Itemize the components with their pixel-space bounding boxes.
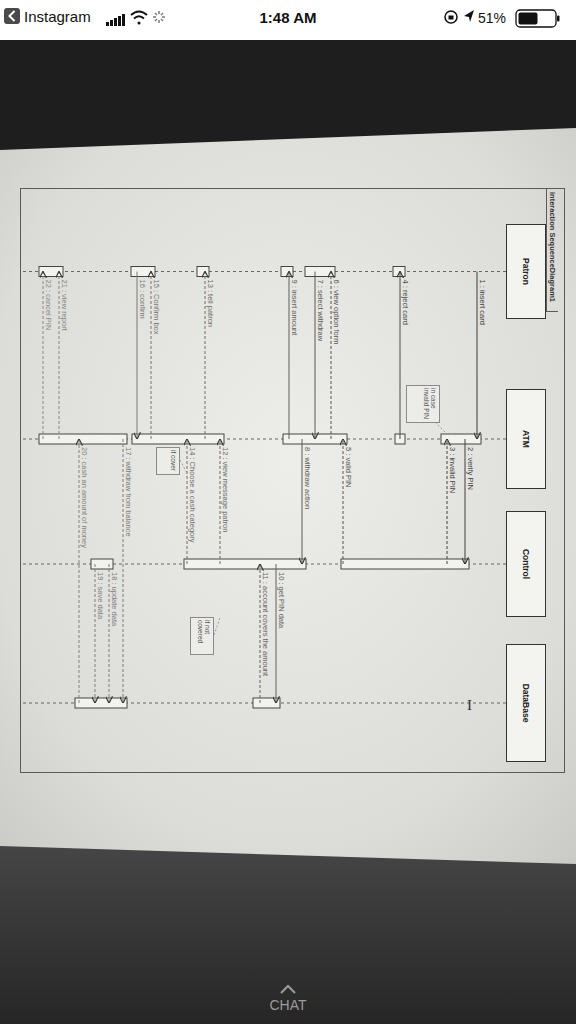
lifeline-head: DataBase (506, 644, 546, 762)
note-text: if not covered (197, 620, 211, 652)
message-label: 18 : update data (111, 572, 119, 626)
message-arrow (151, 272, 152, 440)
lifeline-head: Control (506, 511, 546, 617)
lifeline-name: DataBase (521, 684, 531, 723)
battery-nub (557, 16, 560, 22)
message-label: 16 : confirm (139, 280, 147, 319)
activation-bar (393, 267, 405, 277)
message-label: 8 : withdraw action (304, 447, 312, 509)
rotation-lock-icon (445, 11, 457, 23)
message-arrow (123, 439, 124, 703)
message-label: 19 : save data (97, 572, 105, 619)
message-label: 14 : Choose a cash category (189, 447, 197, 542)
lifeline-layer (20, 188, 565, 773)
chat-chevron (281, 986, 295, 993)
frame-title: interaction SequenceDiagram1 (546, 189, 558, 312)
lifelines (21, 272, 506, 704)
note-box: if cover (156, 447, 180, 475)
rotation-lock-body (449, 16, 454, 20)
activation-bar (91, 559, 113, 569)
message-label: 11 : account covers the amount (262, 572, 270, 676)
lifeline-name: Patron (521, 258, 531, 285)
message-label: 13 : tell patron (207, 280, 215, 328)
message-label: 12 : view message patron (222, 447, 230, 532)
location-arrow (464, 10, 474, 22)
note-leaders (180, 422, 447, 635)
message-arrow (400, 272, 401, 440)
signal-bars (106, 14, 125, 26)
lifeline-head: Patron (506, 224, 546, 319)
message-label: 10 : get PIN data (278, 572, 286, 628)
note-text: if cover (170, 450, 177, 472)
lifeline-name: ATM (521, 430, 531, 448)
message-label: 17 : withdraw from balance (125, 447, 133, 537)
battery-outline (516, 10, 556, 27)
note-box: in case invalid PIN (406, 385, 440, 423)
message-label: 2 : verify PIN (467, 447, 475, 490)
chat-tab: CHAT (269, 998, 306, 1012)
message-arrow (276, 564, 277, 703)
message-label: 9 : insert amount (291, 280, 299, 336)
note-leader (214, 618, 220, 635)
message-arrow (137, 272, 138, 440)
message-label: 1 : insert card (479, 280, 487, 325)
lifeline (21, 271, 506, 272)
connector-layer (20, 188, 565, 773)
lifeline-head: ATM (506, 389, 546, 489)
battery-level (519, 13, 538, 25)
message-arrow (315, 272, 316, 440)
message-arrow (465, 439, 466, 564)
activation-bar (184, 559, 306, 569)
message-arrow (477, 272, 478, 440)
paper-sheet (0, 128, 576, 864)
message-label: 22 : cancel PIN (45, 280, 53, 331)
message-arrow (95, 564, 96, 703)
note-leader (180, 460, 187, 473)
clock: 1:48 AM (260, 10, 317, 25)
message-arrow (79, 439, 80, 703)
wifi-icon (131, 12, 147, 25)
text-cursor: I (467, 698, 472, 713)
message-arrow (331, 272, 332, 440)
message-arrow (220, 439, 221, 564)
message-arrow (205, 272, 206, 440)
note-box: if not covered (190, 617, 214, 655)
message-arrow (302, 439, 303, 564)
back-button (4, 8, 20, 24)
message-label: 6 : view option form (333, 280, 341, 345)
back-chevron (10, 11, 15, 21)
loading-spinner (153, 11, 165, 23)
message-arrow (43, 272, 44, 440)
activation-bars (39, 267, 481, 709)
activation-bar (39, 434, 127, 444)
message-arrow (187, 439, 188, 564)
note-text: in case invalid PIN (423, 388, 437, 420)
message-arrow (109, 564, 110, 703)
app-name: Instagram (24, 9, 91, 24)
message-arrow (343, 439, 344, 564)
message-label: 7 : select withdraw (317, 280, 325, 342)
message-label: 15 : Confirm box (153, 280, 161, 335)
activation-bar (132, 434, 224, 444)
message-label: 4 : reject card (402, 280, 410, 325)
message-label: 3 : invalid PIN (449, 447, 457, 493)
lifeline-name: Control (521, 549, 531, 579)
sequence-diagram: interaction SequenceDiagram1PatronATM Con… (20, 188, 565, 773)
message-label: 20 : cash an amount of money (81, 447, 89, 548)
activation-bar (75, 698, 127, 708)
message-label: 5 : valid PIN (345, 447, 353, 487)
note-leader (435, 422, 447, 434)
status-bar (0, 0, 576, 40)
message-arrow (59, 272, 60, 440)
activation-bar (197, 267, 209, 277)
message-label: 21 : view report (61, 280, 69, 331)
battery-percent: 51% (478, 11, 506, 25)
message-arrow (260, 564, 261, 703)
activation-bar (281, 267, 293, 277)
message-arrow (289, 272, 290, 440)
interaction-frame: interaction SequenceDiagram1PatronATM Con… (20, 188, 565, 773)
message-arrow (447, 439, 448, 564)
activation-bar (341, 559, 469, 569)
